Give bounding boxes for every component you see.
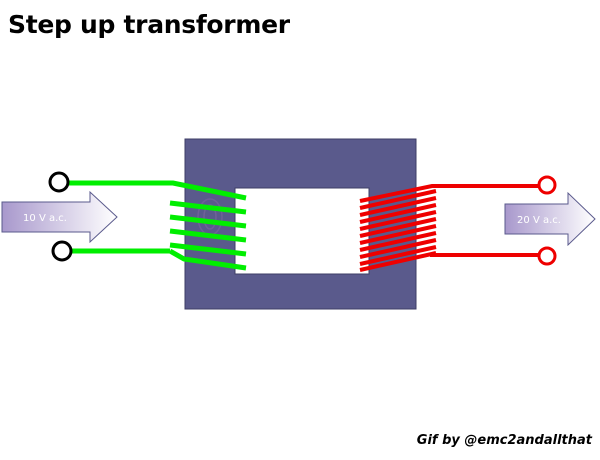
secondary-coil (359, 184, 539, 272)
diagram-title: Step up transformer (8, 10, 290, 39)
input-terminal-bottom (51, 240, 73, 262)
gif-credit: Gif by @emc2andallthat (416, 433, 592, 448)
input-voltage-arrow: 10 V a.c. (1, 190, 118, 244)
output-voltage-label: 20 V a.c. (517, 215, 561, 226)
primary-coil (69, 180, 247, 271)
input-voltage-label: 10 V a.c. (23, 213, 67, 224)
input-terminal-top (48, 171, 70, 193)
output-terminal-top (537, 175, 557, 195)
output-voltage-arrow: 20 V a.c. (504, 191, 596, 247)
output-terminal-bottom (537, 246, 557, 266)
core-window (234, 187, 370, 275)
